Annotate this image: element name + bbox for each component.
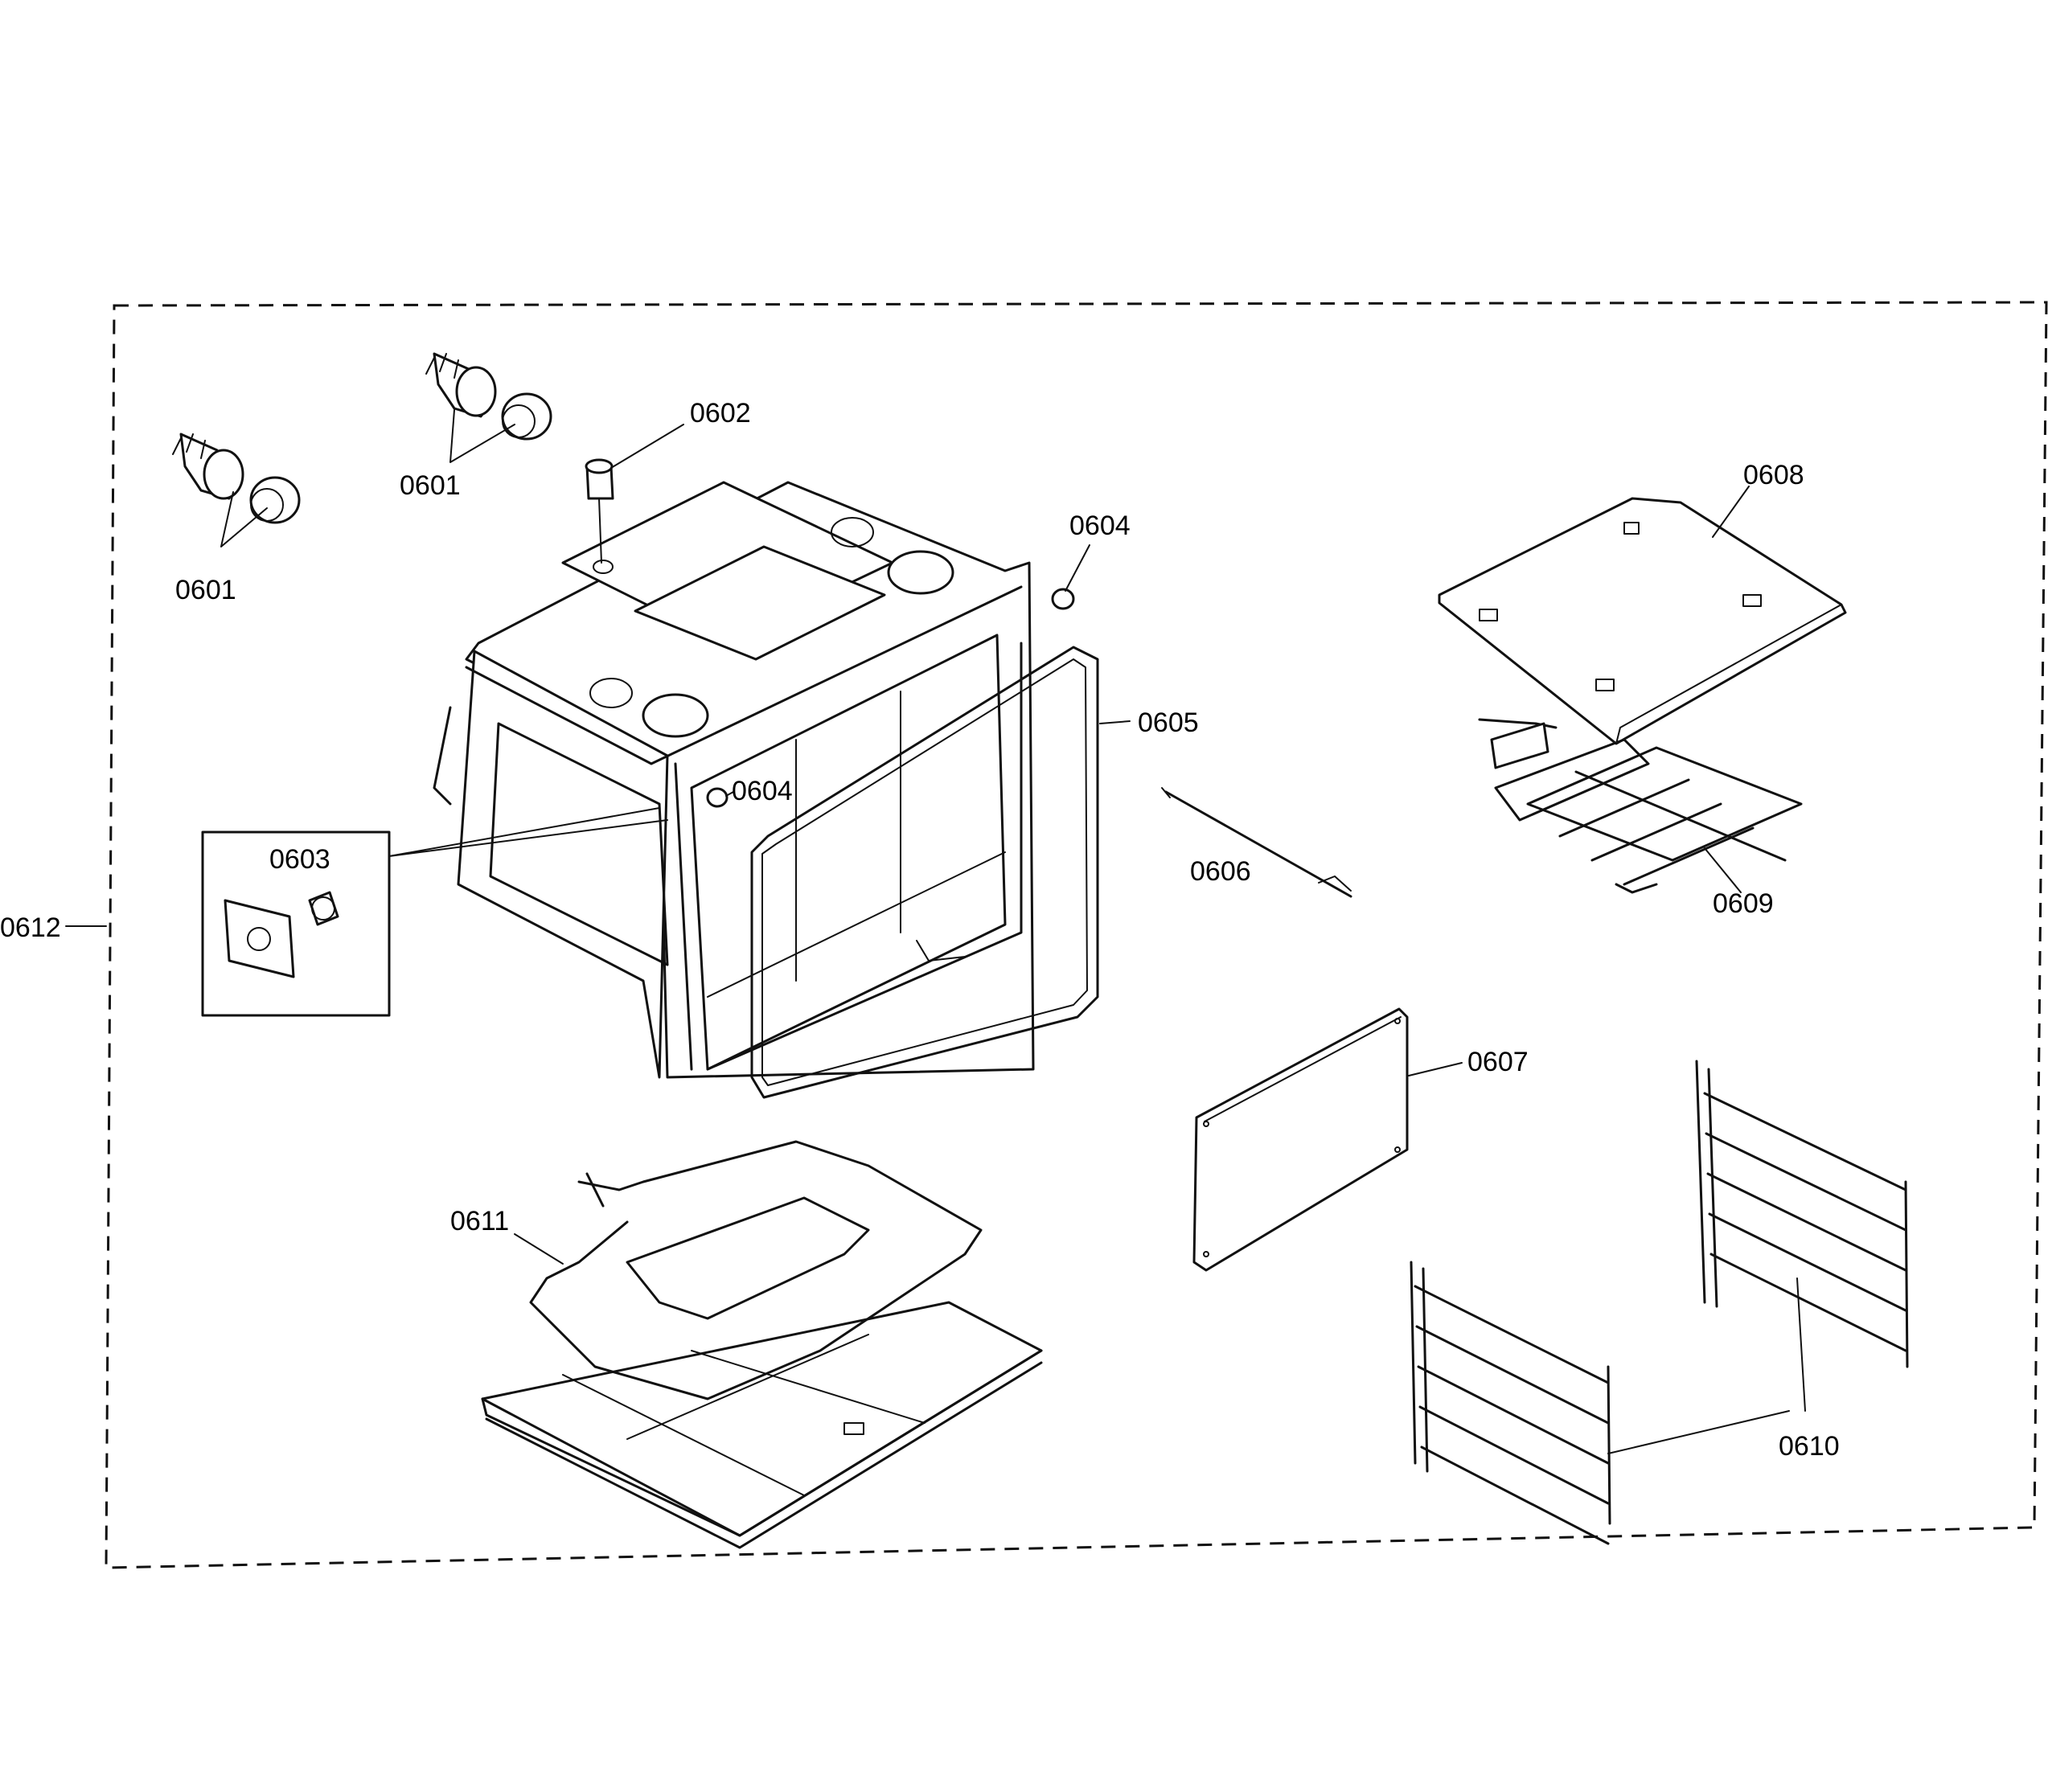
bake-element-0611 xyxy=(529,1140,983,1400)
label-0601-left: 0601 xyxy=(175,575,236,605)
label-0603: 0603 xyxy=(269,844,330,875)
oven-cavity xyxy=(433,481,1035,1079)
sensor-rod-0606 xyxy=(1161,787,1352,898)
label-0609: 0609 xyxy=(1713,888,1774,919)
side-rack-0610-right xyxy=(1695,1060,1909,1368)
part-labels: 0601 0601 0602 0603 0604 0604 0605 0606 … xyxy=(0,398,1840,1462)
plug-0604-top xyxy=(1051,588,1075,610)
label-0605: 0605 xyxy=(1138,707,1199,738)
label-0607: 0607 xyxy=(1467,1047,1529,1077)
label-0604-front: 0604 xyxy=(732,776,793,806)
lamp-cover-right xyxy=(501,392,552,441)
side-rack-0610-left xyxy=(1410,1261,1611,1545)
bottom-tray-0611 xyxy=(481,1301,1043,1549)
label-0606: 0606 xyxy=(1190,856,1251,887)
lamp-socket-right xyxy=(425,352,497,418)
plug-0604-front xyxy=(706,787,728,808)
label-0602: 0602 xyxy=(690,398,751,429)
sensor-fitting-0602 xyxy=(585,458,614,574)
door-gasket-0605 xyxy=(750,646,1099,1099)
broil-element-0609 xyxy=(1478,718,1803,894)
label-0612: 0612 xyxy=(0,912,61,943)
lamp-socket-left xyxy=(172,433,244,500)
label-0608: 0608 xyxy=(1743,460,1804,490)
leader-lines xyxy=(65,409,1806,1454)
label-0601-right: 0601 xyxy=(400,470,461,501)
assembly-boundary-0612 xyxy=(105,301,2048,1569)
label-0611: 0611 xyxy=(450,1206,509,1236)
back-panel-0607 xyxy=(1192,1007,1409,1272)
label-0604-top: 0604 xyxy=(1069,511,1131,541)
inset-box-0603 xyxy=(201,807,668,1017)
label-0610: 0610 xyxy=(1779,1431,1840,1462)
heater-shield-0608 xyxy=(1438,497,1847,745)
